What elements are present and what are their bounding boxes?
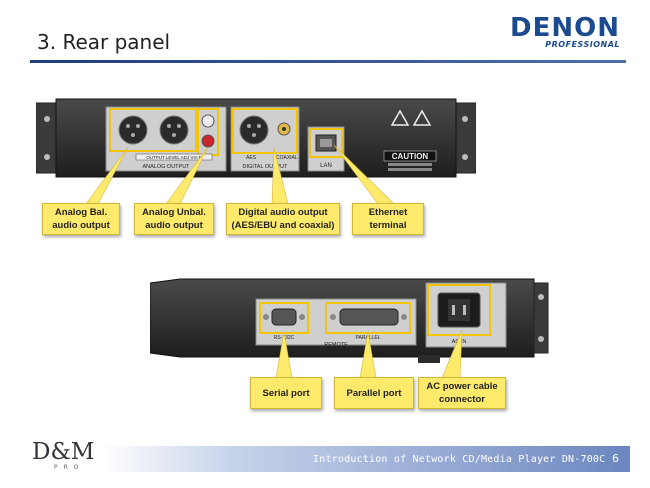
brand-name: DENON [510,13,620,43]
callout-analog-bal: Analog Bal. audio output [42,203,120,235]
remote-label: REMOTE [324,342,348,348]
rear-panel-top: OUTPUT LEVEL ADJ VIA B ANALOG OUTPUT AES… [36,98,476,178]
callout-parallel-port: Parallel port [334,377,414,409]
xlr-right-connector [159,115,189,145]
dm-pro-logo: D&M PRO [32,440,94,471]
callout-analog-unbal: Analog Unbal. audio output [134,203,214,235]
title-underline [30,60,626,63]
footer-text: Introduction of Network CD/Media Player … [313,454,606,465]
footer-bar [100,446,630,472]
callout-ac-power: AC power cable connector [418,377,506,409]
lan-highlight [309,128,343,158]
ac-inlet-highlight [427,284,491,336]
denon-logo: DENON PROFESSIONAL [510,14,620,49]
output-level-label: OUTPUT LEVEL ADJ VIA B [146,155,202,160]
callout-ethernet: Ethernet terminal [352,203,424,235]
callout-digital-output: Digital audio output (AES/EBU and coaxia… [226,203,340,235]
digital-output-highlight [232,108,298,154]
aes-label: AES [246,155,257,161]
analog-output-label: ANALOG OUTPUT [142,164,190,170]
caution-warning-icon [390,109,432,126]
parallel-port-connector [339,308,399,326]
coaxial-label: COAXIAL [276,155,298,161]
lan-label: LAN [320,163,332,169]
caution-label: CAUTION [392,152,429,161]
callout-serial-port: Serial port [250,377,322,409]
digital-output-label: DIGITAL OUTPUT [243,164,289,170]
analog-bal-highlight [109,108,197,152]
brand-sub: PROFESSIONAL [545,40,620,49]
serial-port-connector [271,308,297,326]
slide-title: 3. Rear panel [37,30,171,54]
dm-logo-main: D&M [32,439,95,465]
page-number: 6 [612,452,619,465]
dm-logo-sub: PRO [54,464,85,471]
xlr-aes-connector [239,115,269,145]
rca-white-jack [201,114,215,128]
xlr-left-connector [118,115,148,145]
